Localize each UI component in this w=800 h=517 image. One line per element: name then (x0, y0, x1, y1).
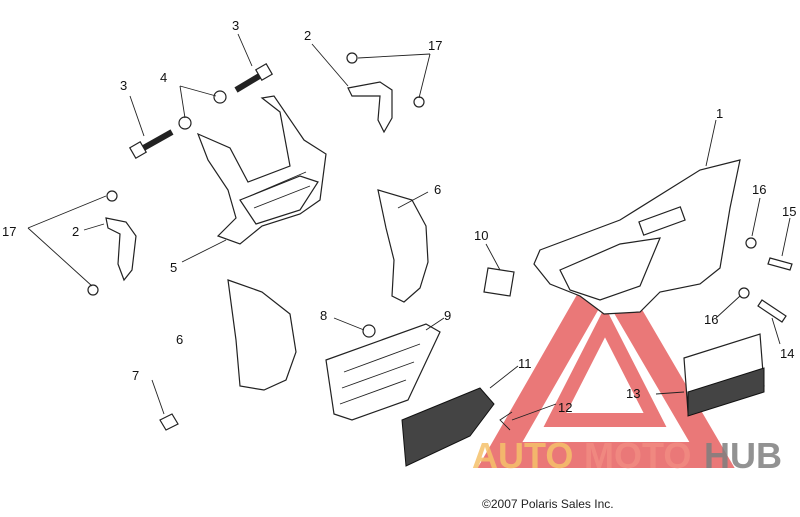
part-panel-right (377, 189, 429, 303)
part-panel-left (227, 279, 297, 391)
callout-17-upper: 17 (428, 38, 442, 53)
watermark-moto: MOTO (584, 435, 691, 476)
part-fastener-8 (362, 324, 376, 338)
part-clip-top (346, 52, 358, 64)
callout-2-left: 2 (72, 224, 79, 239)
callout-3-left: 3 (120, 78, 127, 93)
part-bracket-left (105, 217, 137, 282)
callout-9: 9 (444, 308, 451, 323)
callout-1: 1 (716, 106, 723, 121)
part-bracket-top (347, 81, 393, 134)
callout-6-left: 6 (176, 332, 183, 347)
part-nut-1 (213, 90, 227, 104)
callout-6-right: 6 (434, 182, 441, 197)
part-mesh-screen (401, 387, 495, 467)
part-washer-16b (738, 287, 750, 299)
callout-16-lower: 16 (704, 312, 718, 327)
callout-5: 5 (170, 260, 177, 275)
part-bolt-left (128, 129, 174, 160)
callout-17-left: 17 (2, 224, 16, 239)
callout-10: 10 (474, 228, 488, 243)
watermark-auto: AUTO (472, 435, 573, 476)
part-grille-frame (325, 323, 441, 421)
callout-13: 13 (626, 386, 640, 401)
watermark-logo: AUTO MOTO HUB (472, 435, 782, 476)
watermark-hub: HUB (704, 435, 782, 476)
part-front-rack (196, 95, 327, 245)
part-front-bumper (533, 159, 741, 315)
watermark-triangle (477, 246, 735, 468)
part-bolt-14 (757, 299, 787, 323)
part-bolt-upper (234, 62, 274, 93)
callout-3-upper: 3 (232, 18, 239, 33)
callout-8: 8 (320, 308, 327, 323)
copyright-notice: ©2007 Polaris Sales Inc. (482, 497, 614, 511)
part-clip-top-2 (413, 96, 425, 108)
callout-11: 11 (518, 356, 532, 371)
part-washer-16a (745, 237, 757, 249)
part-clip-left-2 (87, 284, 99, 296)
part-decal-10 (483, 267, 515, 297)
part-nut-2 (178, 116, 192, 130)
callout-2-upper: 2 (304, 28, 311, 43)
part-fastener-7 (159, 413, 179, 431)
callout-12: 12 (558, 400, 572, 415)
callout-16-upper: 16 (752, 182, 766, 197)
part-skid-plate (683, 333, 765, 417)
leader-lines (27, 33, 791, 431)
callout-labels: 3 2 17 3 4 1 6 16 15 17 2 10 5 8 9 16 6 … (2, 18, 796, 415)
part-clip-left (106, 190, 118, 202)
callout-7: 7 (132, 368, 139, 383)
callout-14: 14 (780, 346, 794, 361)
part-bolt-15 (767, 257, 793, 271)
callout-15: 15 (782, 204, 796, 219)
callout-4: 4 (160, 70, 167, 85)
